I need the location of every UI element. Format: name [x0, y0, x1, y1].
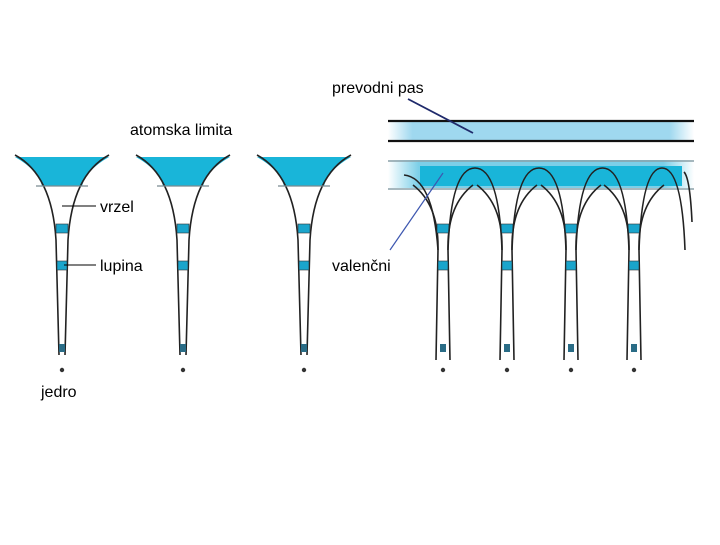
crystal-shell-upper	[436, 223, 450, 234]
crystal-nucleus-dot	[631, 367, 637, 373]
gap-region	[163, 188, 203, 222]
label-lupina: lupina	[100, 258, 143, 275]
arch-4	[638, 167, 686, 251]
isolated-atoms	[14, 154, 352, 373]
label-jedro: jedro	[41, 384, 77, 401]
valence-level-band	[15, 157, 109, 186]
shell-upper	[297, 223, 311, 234]
isolated-atom-3	[256, 154, 352, 373]
deep-level	[59, 344, 65, 352]
crystal-band-structure	[388, 119, 694, 373]
gap-region	[284, 188, 324, 222]
crystal-shell-lower	[437, 260, 449, 271]
deep-level	[301, 344, 307, 352]
arch-edge-right	[683, 171, 693, 223]
crystal-shell-lower	[565, 260, 577, 271]
conduction-band	[388, 120, 694, 142]
well-wall-right	[185, 154, 231, 356]
crystal-wall-right	[638, 184, 665, 361]
well-wall-right	[64, 154, 110, 356]
isolated-atom-1	[14, 154, 110, 373]
pointer-prevodni-pas	[407, 98, 474, 134]
crystal-well-4	[603, 184, 665, 373]
nucleus-dot	[301, 367, 307, 373]
crystal-deep-level	[631, 344, 637, 352]
arch-3	[575, 167, 630, 251]
well-wall-left	[14, 154, 60, 356]
shell-lower	[298, 260, 310, 271]
nucleus-dot	[180, 367, 186, 373]
isolated-atom-2	[135, 154, 231, 373]
well-wall-left	[135, 154, 181, 356]
shell-lower	[177, 260, 189, 271]
well-wall-left	[256, 154, 302, 356]
shell-upper	[55, 223, 69, 234]
gap-region	[42, 188, 82, 222]
well-wall-right	[306, 154, 352, 356]
nucleus-dot	[59, 367, 65, 373]
pointer-valencni	[389, 172, 444, 251]
label-atomska-limita: atomska limita	[130, 122, 233, 139]
crystal-shell-upper	[564, 223, 578, 234]
valence-band-fill	[420, 166, 682, 186]
crystal-deep-level	[440, 344, 446, 352]
crystal-deep-level	[568, 344, 574, 352]
valence-level-band	[257, 157, 351, 186]
crystal-nucleus-dot	[440, 367, 446, 373]
crystal-nucleus-dot	[504, 367, 510, 373]
label-pointers	[62, 98, 474, 266]
valence-level-band	[136, 157, 230, 186]
crystal-well-1	[412, 184, 474, 373]
label-prevodni-pas: prevodni pas	[332, 80, 424, 97]
crystal-shell-lower	[628, 260, 640, 271]
label-vrzel: vrzel	[100, 199, 134, 216]
arch-2	[511, 167, 567, 251]
deep-level	[180, 344, 186, 352]
arch-1	[447, 167, 503, 251]
crystal-shell-lower	[501, 260, 513, 271]
shell-upper	[176, 223, 190, 234]
crystal-well-3	[540, 184, 602, 373]
crystal-nucleus-dot	[568, 367, 574, 373]
label-valencni: valenčni	[332, 258, 391, 275]
crystal-shell-upper	[627, 223, 641, 234]
crystal-well-2	[476, 184, 538, 373]
crystal-deep-level	[504, 344, 510, 352]
crystal-shell-upper	[500, 223, 514, 234]
